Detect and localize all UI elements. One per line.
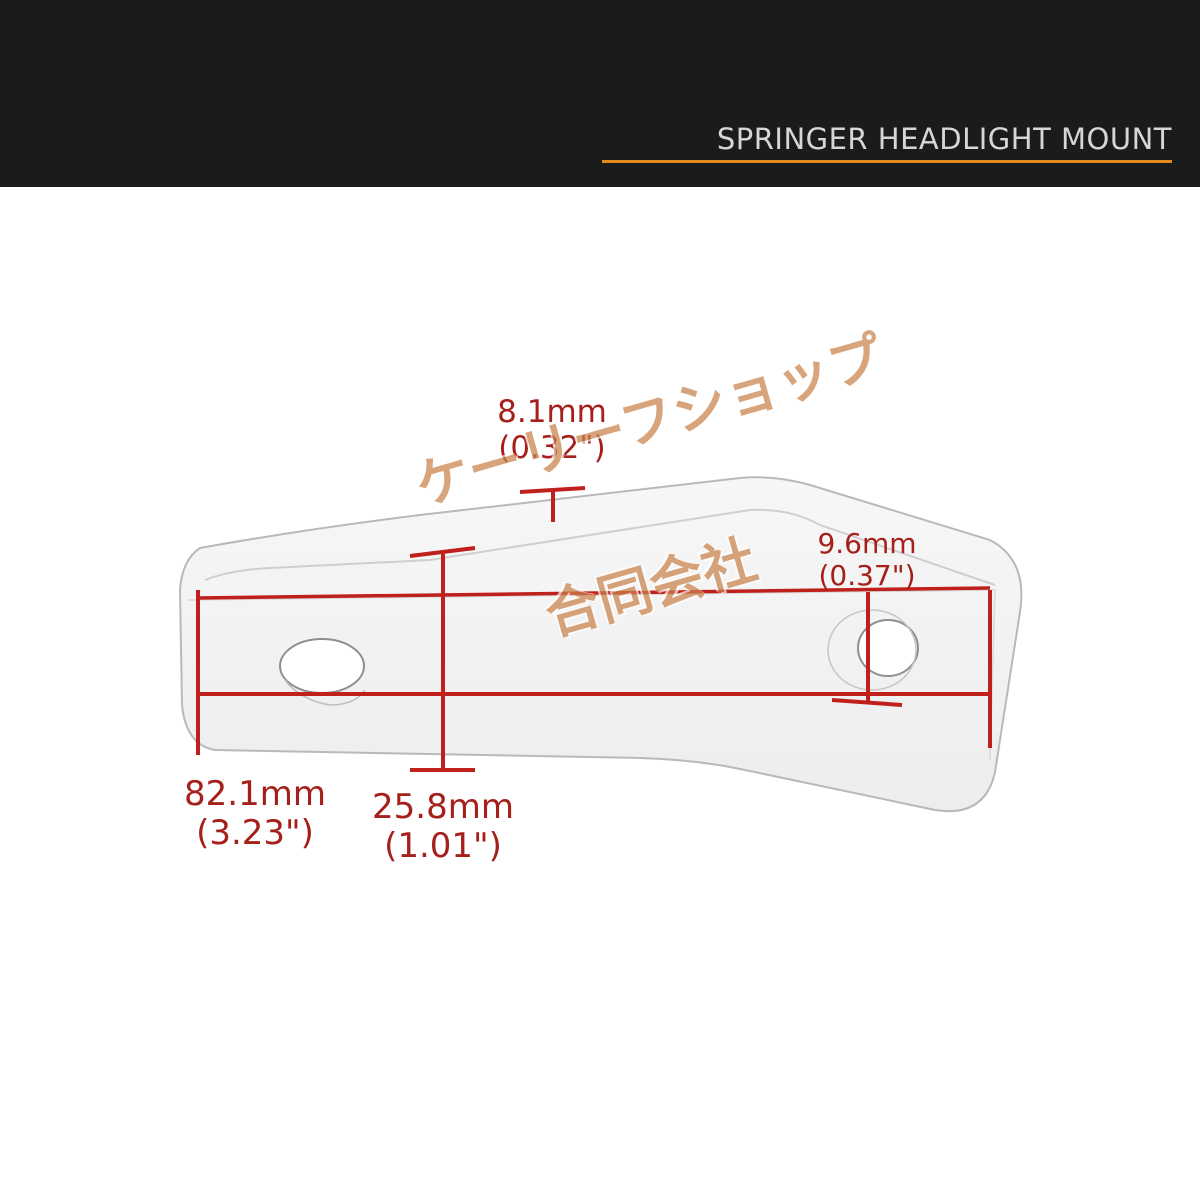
thickness-top-tick — [519, 486, 586, 494]
bracket-diagram — [178, 476, 1023, 813]
height-top-tick — [409, 546, 476, 558]
left-hole-bevel — [284, 679, 366, 706]
header-bar: SPRINGER HEADLIGHT MOUNT — [0, 0, 1200, 187]
page-title: SPRINGER HEADLIGHT MOUNT — [716, 122, 1172, 156]
thickness-mm: 8.1mm — [497, 394, 607, 430]
top-reference-line — [197, 586, 991, 600]
title-underline — [602, 160, 1172, 163]
right-mount-hole — [857, 619, 919, 677]
width-mm: 82.1mm — [184, 774, 326, 814]
width-label: 82.1mm (3.23") — [165, 774, 345, 854]
left-mount-hole — [279, 638, 365, 694]
bracket-outline — [178, 476, 1023, 813]
hole-offset-bottom-tick — [831, 698, 903, 707]
height-inch: (1.01") — [384, 826, 502, 867]
dimension-lines — [196, 486, 992, 772]
thickness-label: 8.1mm (0.32") — [472, 394, 632, 466]
hole-offset-label: 9.6mm (0.37") — [792, 527, 942, 593]
bracket-inner-edge — [204, 508, 996, 586]
right-hole-rim — [827, 609, 917, 691]
hole-offset-inch: (0.37") — [818, 559, 916, 593]
width-inch: (3.23") — [196, 813, 314, 854]
hole-offset-mm: 9.6mm — [817, 527, 917, 560]
height-mm: 25.8mm — [372, 787, 514, 827]
thickness-inch: (0.32") — [498, 429, 606, 466]
height-label: 25.8mm (1.01") — [352, 787, 534, 867]
